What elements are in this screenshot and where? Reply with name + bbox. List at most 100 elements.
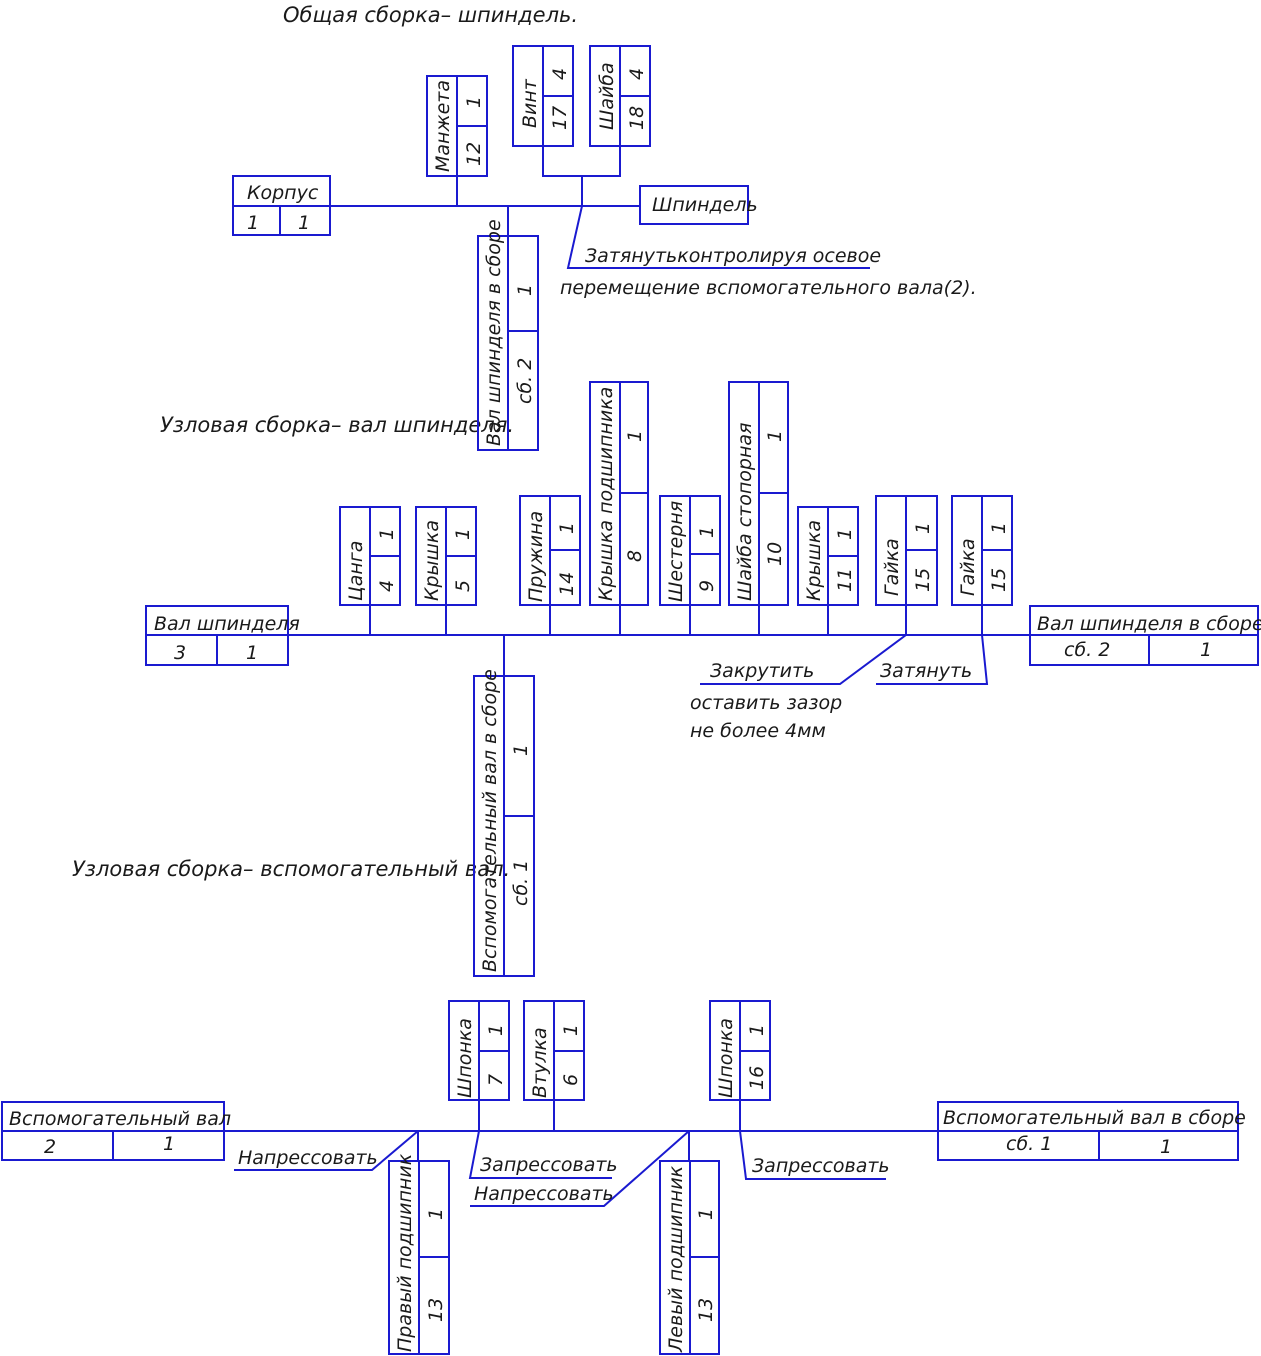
aux-base-shaft: Вспомогательный вал 2 1	[1, 1101, 231, 1161]
spindle-subassembly-aux-shaft: Вспомогательный вал в сборе 1 сб. 1	[473, 635, 535, 977]
component-nut-2: Гайка 1 15	[951, 495, 1013, 635]
screw-washer-connector	[542, 146, 621, 177]
component-right-bearing: Правый подшипник 1 13	[388, 1131, 450, 1355]
general-note-line2: перемещение вспомогательного вала(2).	[560, 277, 977, 299]
cover5-qty: 1	[452, 528, 474, 540]
note-screw: Закрутить	[710, 660, 814, 682]
gear-num: 9	[696, 580, 718, 592]
cover11-qty: 1	[834, 528, 856, 540]
bushing-qty: 1	[560, 1024, 582, 1036]
right-bearing-num: 13	[425, 1298, 447, 1322]
spindle-result-name: Вал шпинделя в сборе	[1037, 613, 1261, 635]
general-sub-name: Вал шпинделя в сборе	[483, 219, 505, 446]
bearing-cover-qty: 1	[624, 430, 646, 442]
general-subassembly-spindle-shaft: Вал шпинделя в сборе 1 сб. 2	[477, 206, 539, 451]
collet-num: 4	[376, 580, 398, 592]
heading-general-assembly: Общая сборка– шпиндель.	[283, 3, 578, 27]
key16-name: Шпонка	[715, 1018, 737, 1098]
heading-aux-shaft-assembly: Узловая сборка– вспомогательный вал.	[72, 857, 510, 881]
component-screw: Винт 4 17	[512, 45, 574, 147]
general-base-housing: Корпус 1 1	[232, 175, 331, 236]
lock-washer-name: Шайба стопорная	[734, 423, 756, 601]
cuff-name: Манжета	[432, 80, 454, 172]
lock-washer-qty: 1	[764, 430, 786, 442]
cover11-num: 11	[834, 568, 856, 592]
key16-qty: 1	[746, 1024, 768, 1036]
screw-num: 17	[549, 106, 571, 130]
housing-name: Корпус	[247, 182, 319, 204]
bushing-num: 6	[560, 1074, 582, 1086]
nut2-num: 15	[988, 568, 1010, 592]
spindle-base-shaft: Вал шпинделя 3 1	[145, 605, 300, 666]
note-gap-line2: не более 4мм	[690, 720, 826, 742]
general-note-leader	[566, 205, 870, 269]
component-left-bearing: Левый подшипник 1 13	[659, 1131, 720, 1355]
screw-name: Винт	[519, 78, 541, 128]
housing-qty: 1	[298, 212, 310, 234]
washer-name: Шайба	[596, 62, 618, 130]
aux-shaft-assembly: Вспомогательный вал 2 1 Шпонка 1 7 Втулк…	[1, 1000, 1246, 1355]
general-sub-num: сб. 2	[514, 358, 536, 404]
note-press1: Напрессовать	[238, 1147, 378, 1169]
general-note-line1: Затянутьконтролируя осевое	[585, 245, 881, 267]
spindle-sub-qty: 1	[510, 744, 532, 756]
aux-base-name: Вспомогательный вал	[9, 1108, 231, 1130]
note-fit1-leader	[468, 1130, 612, 1179]
spindle-sub-name: Вспомогательный вал в сборе	[479, 669, 501, 972]
left-bearing-name: Левый подшипник	[665, 1165, 687, 1353]
cuff-qty: 1	[463, 96, 485, 108]
component-cover-5: Крышка 1 5	[415, 506, 477, 635]
spindle-base-num: 3	[174, 642, 186, 664]
aux-result-block: Вспомогательный вал в сборе сб. 1 1	[937, 1101, 1246, 1161]
aux-result-qty: 1	[1160, 1136, 1172, 1158]
note-press2-leader	[470, 1130, 690, 1207]
aux-result-num: сб. 1	[1006, 1133, 1052, 1155]
note-press1-leader	[234, 1130, 419, 1171]
note-tighten-leader	[876, 634, 989, 685]
general-sub-qty: 1	[514, 284, 536, 296]
note-fit2: Запрессовать	[752, 1155, 890, 1177]
screw-qty: 4	[549, 68, 571, 80]
component-lock-washer: Шайба стопорная 1 10	[728, 381, 789, 635]
component-bushing: Втулка 1 6	[523, 1000, 585, 1131]
component-key-7: Шпонка 1 7	[448, 1000, 510, 1131]
cover11-name: Крышка	[803, 520, 825, 601]
washer-qty: 4	[626, 68, 648, 80]
component-bearing-cover: Крышка подшипника 1 8	[589, 381, 649, 635]
housing-num: 1	[247, 212, 259, 234]
gear-name: Шестерня	[665, 501, 687, 602]
spring-num: 14	[556, 572, 578, 596]
component-collet: Цанга 1 4	[339, 506, 401, 635]
component-cuff: Манжета 1 12	[426, 75, 488, 206]
right-bearing-name: Правый подшипник	[394, 1153, 416, 1352]
bearing-cover-name: Крышка подшипника	[595, 387, 617, 601]
left-bearing-num: 13	[695, 1298, 717, 1322]
component-spring: Пружина 1 14	[519, 495, 581, 635]
spring-name: Пружина	[525, 511, 547, 602]
right-bearing-qty: 1	[425, 1208, 447, 1220]
spring-qty: 1	[556, 522, 578, 534]
spindle-result-num: сб. 2	[1064, 639, 1110, 661]
heading-spindle-shaft-assembly: Узловая сборка– вал шпинделя.	[160, 413, 514, 437]
spindle-base-qty: 1	[246, 642, 258, 664]
key16-num: 16	[746, 1066, 768, 1090]
spindle-base-name: Вал шпинделя	[154, 613, 300, 635]
bushing-name: Втулка	[529, 1027, 551, 1098]
component-cover-11: Крышка 1 11	[797, 506, 859, 635]
gear-qty: 1	[696, 526, 718, 538]
note-tighten: Затянуть	[880, 660, 972, 682]
spindle-shaft-assembly: Вал шпинделя 3 1 Цанга 1 4 Крышка 1 5	[145, 381, 1261, 977]
component-key-16: Шпонка 1 16	[709, 1000, 771, 1131]
nut1-name: Гайка	[881, 538, 903, 596]
spindle-sub-num: сб. 1	[510, 860, 532, 906]
key7-num: 7	[485, 1074, 507, 1086]
aux-base-num: 2	[44, 1136, 56, 1158]
key7-qty: 1	[485, 1024, 507, 1036]
note-fit1: Запрессовать	[480, 1154, 618, 1176]
spindle-result-qty: 1	[1200, 639, 1212, 661]
aux-result-name: Вспомогательный вал в сборе	[943, 1107, 1246, 1129]
component-washer: Шайба 4 18	[589, 45, 651, 147]
component-nut-1: Гайка 1 15	[875, 495, 938, 635]
bearing-cover-num: 8	[624, 550, 646, 562]
